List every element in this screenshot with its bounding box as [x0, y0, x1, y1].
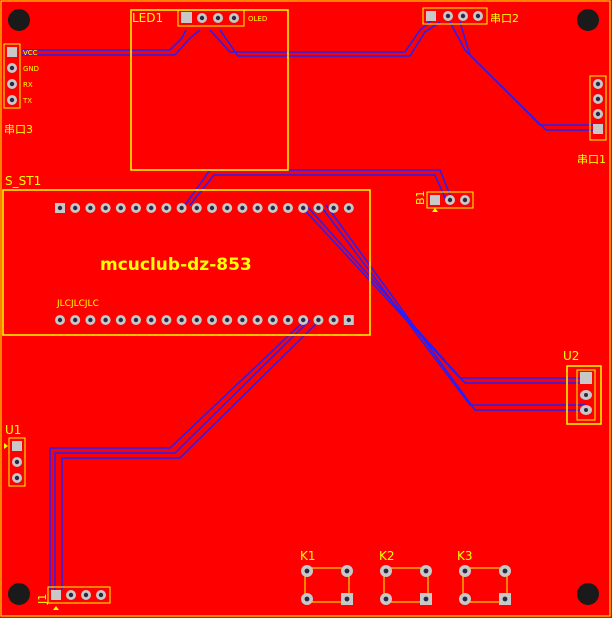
b1-header [426, 191, 474, 212]
topPins-hole [346, 205, 351, 211]
button-k3 [459, 565, 511, 605]
botPins-hole [194, 317, 199, 323]
traces [22, 19, 598, 590]
topPins-hole [225, 205, 230, 211]
s-st1-label: S_ST1 [5, 174, 41, 188]
j1-label: J1 [36, 594, 49, 605]
u1-label: U1 [5, 423, 21, 437]
topPins-hole [57, 205, 63, 211]
botPins-hole [316, 317, 321, 323]
topPins-hole [316, 205, 321, 211]
mounting-hole-bottom-right [577, 583, 599, 605]
button-k3-label: K3 [457, 549, 473, 563]
topPins-hole [179, 205, 184, 211]
topPins-hole [118, 205, 124, 211]
board-name: mcuclub-dz-853 [100, 255, 252, 275]
botPins-hole [118, 317, 124, 323]
topPins-hole [88, 205, 93, 211]
botPins-hole [240, 317, 245, 323]
mounting-hole-top-left [8, 9, 30, 31]
topPins-hole [209, 205, 215, 211]
j1-header [47, 586, 111, 610]
botPins-hole [301, 317, 306, 323]
port1-label: 串口1 [577, 153, 606, 166]
topPins-hole [164, 205, 169, 211]
port3-pin-2: GND [23, 65, 39, 73]
topPins-hole [133, 205, 139, 211]
botPins-hole [255, 317, 260, 323]
botPins-hole [164, 317, 169, 323]
botPins-hole [103, 317, 108, 323]
botPins-hole [179, 317, 184, 323]
led1-header [177, 9, 245, 27]
port3-header [3, 43, 21, 109]
botPins-hole [88, 317, 93, 323]
topPins-hole [149, 205, 154, 211]
button-k1 [301, 565, 353, 605]
port3-label: 串口3 [4, 123, 33, 136]
botPins-hole [57, 317, 63, 323]
topPins-hole [255, 205, 260, 211]
mounting-hole-top-right [577, 9, 599, 31]
botPins-hole [225, 317, 230, 323]
topPins-hole [285, 205, 291, 211]
topPins-hole [301, 205, 306, 211]
botPins-hole [346, 317, 351, 323]
port3-pin-4: TX [22, 97, 32, 105]
topPins-hole [103, 205, 108, 211]
port2-label: 串口2 [490, 12, 519, 25]
u2-label: U2 [563, 349, 579, 363]
led1-label: LED1 [132, 11, 163, 25]
topPins-hole [331, 205, 336, 211]
u1-header [4, 437, 26, 487]
port2-header [422, 7, 488, 25]
topPins-hole [240, 205, 245, 211]
s-st1-outline [2, 189, 371, 336]
topPins-hole [73, 205, 78, 211]
mounting-hole-bottom-left [8, 583, 30, 605]
topPins-hole [270, 205, 275, 211]
s-st1-silk: JLCJLCJLC [56, 299, 99, 309]
port1-header [589, 75, 607, 141]
botPins-hole [270, 317, 275, 323]
topPins-hole [194, 205, 199, 211]
u2-footprint [566, 365, 602, 425]
s-st1-bottom-pins [55, 315, 354, 325]
port3-pin-1: VCC [23, 49, 38, 57]
botPins-hole [133, 317, 139, 323]
button-k2 [380, 565, 432, 605]
botPins-hole [209, 317, 215, 323]
s-st1-top-pins [55, 203, 354, 213]
botPins-hole [331, 317, 336, 323]
botPins-hole [73, 317, 78, 323]
b1-label: B1 [414, 190, 427, 205]
led1-note: OLED [248, 15, 267, 23]
botPins-hole [285, 317, 291, 323]
button-k2-label: K2 [379, 549, 395, 563]
port3-pin-3: RX [23, 81, 33, 89]
botPins-hole [149, 317, 154, 323]
button-k1-label: K1 [300, 549, 316, 563]
